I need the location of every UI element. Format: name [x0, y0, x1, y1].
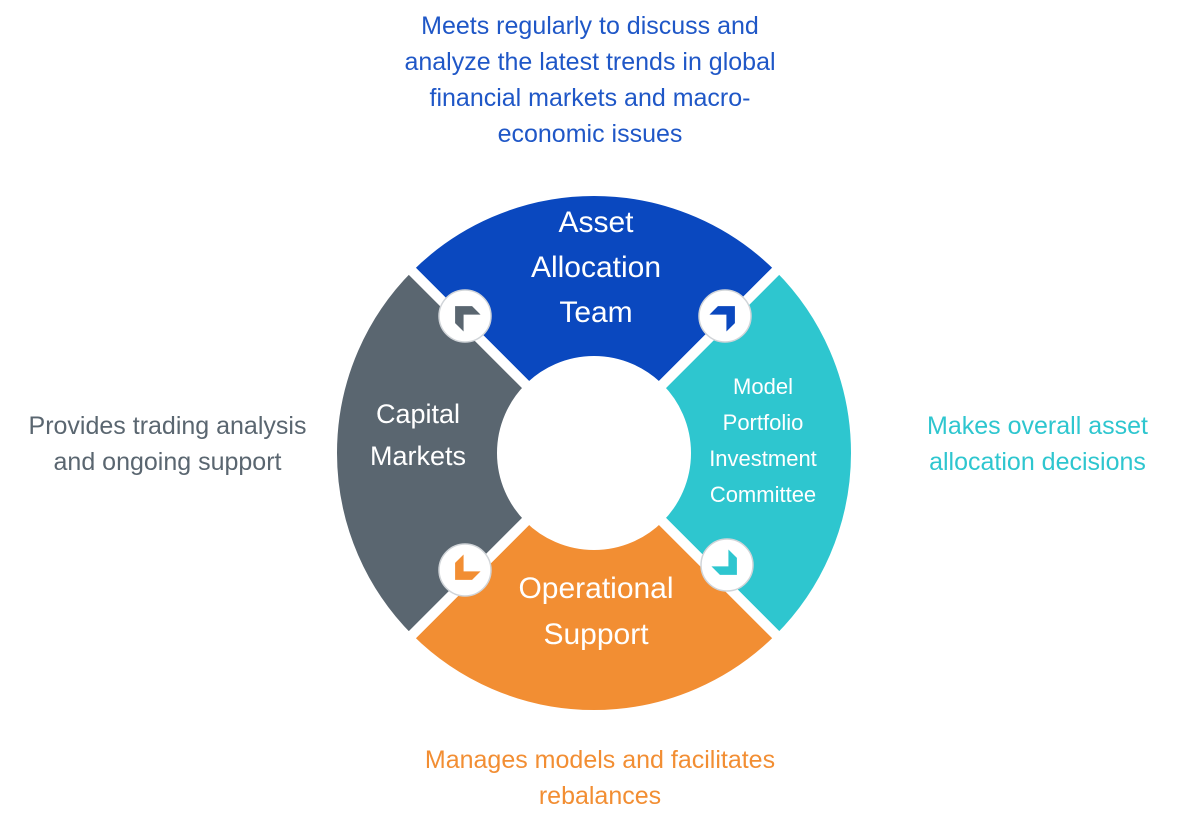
capital-markets-segment [327, 262, 534, 644]
asset-allocation-team-segment [403, 186, 785, 393]
chevron-icon [455, 554, 481, 580]
capital-markets-label-line: Markets [370, 441, 466, 471]
asset-allocation-team-label-line: Team [559, 296, 632, 329]
asset-allocation-description: Meets regularly to discuss and analyze t… [404, 12, 776, 148]
capital-markets-label-line: Capital [376, 399, 460, 429]
capital-markets-description: Provides trading analysis and ongoing su… [28, 412, 307, 476]
investment-committee-label-line: Model [733, 374, 793, 399]
chevron-icon [455, 306, 481, 332]
asset-allocation-team-label-line: Asset [558, 206, 634, 239]
operational-support-description: Manages models and facilitates rebalance… [424, 746, 776, 810]
chevron-icon [711, 549, 737, 575]
investment-committee-segment [654, 262, 861, 644]
chevron-icon [709, 306, 735, 332]
investment-committee-description: Makes overall asset allocation decisions [927, 412, 1148, 476]
center-hole [504, 363, 684, 543]
operational-support-segment [403, 513, 785, 720]
investment-committee-label-line: Committee [710, 482, 816, 507]
connector-bottom-right [700, 538, 754, 592]
operational-support-label-line: Support [543, 618, 649, 651]
operational-support-label-line: Operational [518, 572, 673, 605]
connector-top-left [438, 289, 492, 343]
connector-top-right [698, 289, 752, 343]
investment-committee-label-line: Portfolio [723, 410, 804, 435]
connector-bottom-left [438, 543, 492, 597]
investment-committee-label-line: Investment [709, 446, 817, 471]
asset-allocation-team-label-line: Allocation [531, 251, 661, 284]
